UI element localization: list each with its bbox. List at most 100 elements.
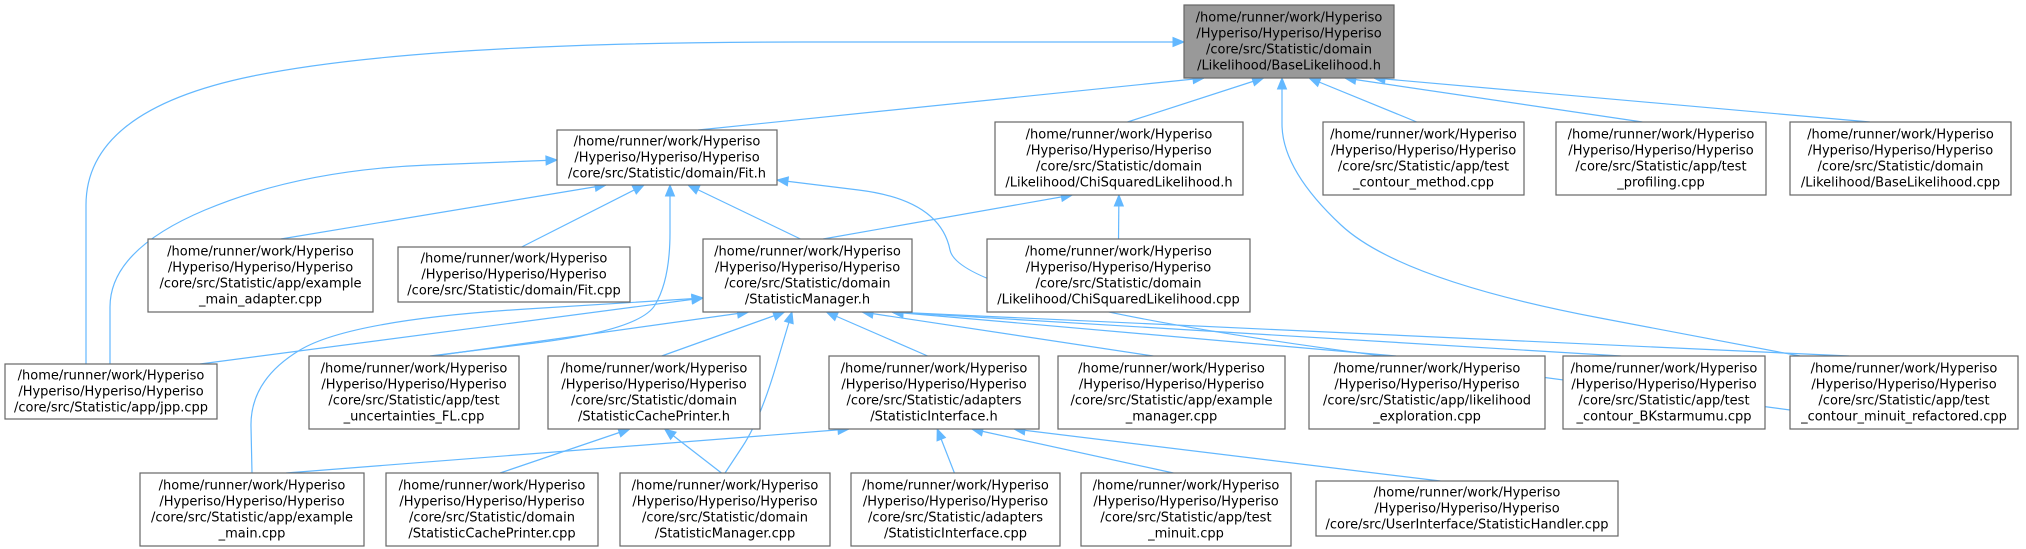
file-node-label-line: _main.cpp xyxy=(218,527,286,542)
file-node-jpp[interactable]: /home/runner/work/Hyperiso/Hyperiso/Hype… xyxy=(4,363,218,420)
file-node-label-line: /Hyperiso/Hyperiso/Hyperiso xyxy=(715,261,900,276)
file-node-label-line: /core/src/Statistic/app/test xyxy=(1100,511,1271,526)
file-node-label-line: /Hyperiso/Hyperiso/Hyperiso xyxy=(574,151,759,166)
file-node-box xyxy=(702,238,913,313)
file-node-label-line: /home/runner/work/Hyperiso xyxy=(421,252,608,267)
file-node-fit-h[interactable]: /home/runner/work/Hyperiso/Hyperiso/Hype… xyxy=(556,129,778,186)
file-node-fit-cpp[interactable]: /home/runner/work/Hyperiso/Hyperiso/Hype… xyxy=(397,246,631,303)
file-node-label-line: /home/runner/work/Hyperiso xyxy=(1334,362,1521,377)
file-node-label-line: _contour_method.cpp xyxy=(1352,176,1494,191)
file-node-label-line: /home/runner/work/Hyperiso xyxy=(1568,128,1755,143)
file-node-label-line: /StatisticInterface.cpp xyxy=(884,527,1027,542)
edge-line xyxy=(776,179,1791,411)
file-node-label-line: /core/src/Statistic/app/example xyxy=(1070,394,1272,409)
file-node-em[interactable]: /home/runner/work/Hyperiso/Hyperiso/Hype… xyxy=(139,472,365,547)
file-node-label-line: /core/src/Statistic/app/test xyxy=(328,394,499,409)
file-node-label-line: /home/runner/work/Hyperiso xyxy=(159,479,346,494)
edge-line xyxy=(109,159,558,364)
graph-nodes: /home/runner/work/Hyperiso/Hyperiso/Hype… xyxy=(4,4,2019,547)
file-node-label-line: /core/src/Statistic/app/jpp.cpp xyxy=(14,401,208,416)
file-node-tcmr[interactable]: /home/runner/work/Hyperiso/Hyperiso/Hype… xyxy=(1789,355,2019,430)
edge-arrowhead xyxy=(771,310,786,321)
file-node-tcm[interactable]: /home/runner/work/Hyperiso/Hyperiso/Hype… xyxy=(1322,121,1525,196)
file-node-label-line: /Hyperiso/Hyperiso/Hyperiso xyxy=(168,261,353,276)
file-node-emm[interactable]: /home/runner/work/Hyperiso/Hyperiso/Hype… xyxy=(1057,355,1286,430)
file-node-label-line: /Hyperiso/Hyperiso/Hyperiso xyxy=(1374,502,1559,517)
edge-sm_h-to-tcmr xyxy=(890,307,1850,357)
edge-arrowhead xyxy=(545,155,559,166)
file-node-label-line: /StatisticCachePrinter.h xyxy=(578,410,730,425)
file-node-label-line: /Hyperiso/Hyperiso/Hyperiso xyxy=(1026,144,1211,159)
file-node-si-h[interactable]: /home/runner/work/Hyperiso/Hyperiso/Hype… xyxy=(828,355,1040,430)
graph-edges xyxy=(85,36,1870,482)
edge-fit_h-to-jpp xyxy=(109,155,559,364)
file-node-box xyxy=(1183,4,1395,79)
file-node-label-line: /StatisticManager.cpp xyxy=(655,527,796,542)
file-node-sh[interactable]: /home/runner/work/Hyperiso/Hyperiso/Hype… xyxy=(1315,480,1619,537)
file-node-chi-h[interactable]: /home/runner/work/Hyperiso/Hyperiso/Hype… xyxy=(994,121,1244,196)
file-node-label-line: /Hyperiso/Hyperiso/Hyperiso xyxy=(1331,144,1516,159)
edge-base_h-to-tcmr xyxy=(1276,76,1801,357)
file-node-base-h[interactable]: /home/runner/work/Hyperiso/Hyperiso/Hype… xyxy=(1183,4,1395,79)
file-node-label-line: /home/runner/work/Hyperiso xyxy=(1374,486,1561,501)
file-node-sm-cpp[interactable]: /home/runner/work/Hyperiso/Hyperiso/Hype… xyxy=(619,472,831,547)
file-node-label-line: /home/runner/work/Hyperiso xyxy=(167,245,354,260)
file-node-label-line: /core/src/Statistic/domain xyxy=(1206,43,1372,58)
edge-base_h-to-base_cpp xyxy=(1372,73,1870,123)
edge-line xyxy=(687,184,801,240)
file-node-label-line: /core/src/Statistic/domain xyxy=(725,277,891,292)
file-node-box xyxy=(1080,472,1292,547)
file-node-label-line: /home/runner/work/Hyperiso xyxy=(1196,11,1383,26)
file-node-sm-h[interactable]: /home/runner/work/Hyperiso/Hyperiso/Hype… xyxy=(702,238,913,313)
file-node-scp-cpp[interactable]: /home/runner/work/Hyperiso/Hyperiso/Hype… xyxy=(385,472,599,547)
file-node-box xyxy=(1789,355,2019,430)
file-node-chi-cpp[interactable]: /home/runner/work/Hyperiso/Hyperiso/Hype… xyxy=(986,238,1251,313)
file-node-label-line: /home/runner/work/Hyperiso xyxy=(574,135,761,150)
edge-sm_h-to-tcb xyxy=(890,307,1622,357)
edge-line xyxy=(280,184,607,240)
edge-line xyxy=(891,311,1622,357)
file-node-tprof[interactable]: /home/runner/work/Hyperiso/Hyperiso/Hype… xyxy=(1555,121,1767,196)
file-node-label-line: _main_adapter.cpp xyxy=(198,293,322,308)
file-node-si-cpp[interactable]: /home/runner/work/Hyperiso/Hyperiso/Hype… xyxy=(850,472,1061,547)
file-node-label-line: _contour_minuit_refactored.cpp xyxy=(1800,410,2007,425)
file-node-label-line: /home/runner/work/Hyperiso xyxy=(321,362,508,377)
edge-chi_h-to-chi_cpp xyxy=(1113,193,1125,240)
file-node-label-line: /core/src/Statistic/domain xyxy=(642,511,808,526)
file-node-label-line: /core/src/Statistic/domain xyxy=(1818,160,1984,175)
file-node-box xyxy=(139,472,365,547)
file-node-label-line: /Hyperiso/Hyperiso/Hyperiso xyxy=(399,495,584,510)
edge-scp_h-to-sm_cpp xyxy=(663,428,722,474)
file-node-le[interactable]: /home/runner/work/Hyperiso/Hyperiso/Hype… xyxy=(1308,355,1546,430)
file-node-label-line: /home/runner/work/Hyperiso xyxy=(714,245,901,260)
file-node-label-line: _minuit.cpp xyxy=(1147,527,1224,542)
file-node-base-cpp[interactable]: /home/runner/work/Hyperiso/Hyperiso/Hype… xyxy=(1789,121,2012,196)
edge-arrowhead xyxy=(664,183,676,197)
file-node-box xyxy=(556,129,778,186)
file-node-label-line: /core/src/Statistic/app/test xyxy=(1575,160,1746,175)
edge-arrowhead xyxy=(1307,77,1322,88)
file-node-box xyxy=(1555,121,1767,196)
file-node-box xyxy=(1789,121,2012,196)
file-node-tufl[interactable]: /home/runner/work/Hyperiso/Hyperiso/Hype… xyxy=(308,355,520,430)
file-node-tm[interactable]: /home/runner/work/Hyperiso/Hyperiso/Hype… xyxy=(1080,472,1292,547)
file-node-label-line: /Hyperiso/Hyperiso/Hyperiso xyxy=(561,378,746,393)
file-node-label-line: /core/src/Statistic/app/likelihood xyxy=(1323,394,1531,409)
file-node-label-line: /core/src/Statistic/domain xyxy=(409,511,575,526)
edge-arrowhead xyxy=(936,427,947,442)
file-node-label-line: /StatisticManager.h xyxy=(745,293,870,308)
edge-arrowhead xyxy=(1172,36,1186,48)
file-node-label-line: /Hyperiso/Hyperiso/Hyperiso xyxy=(1196,27,1381,42)
file-node-label-line: /home/runner/work/Hyperiso xyxy=(18,369,205,384)
edge-line xyxy=(891,311,1850,357)
file-node-label-line: /core/src/Statistic/domain xyxy=(1036,277,1202,292)
edge-arrowhead xyxy=(1276,76,1288,90)
file-node-tcb[interactable]: /home/runner/work/Hyperiso/Hyperiso/Hype… xyxy=(1562,355,1766,430)
file-node-scp-h[interactable]: /home/runner/work/Hyperiso/Hyperiso/Hype… xyxy=(547,355,761,430)
file-node-label-line: /Hyperiso/Hyperiso/Hyperiso xyxy=(632,495,817,510)
file-node-ema[interactable]: /home/runner/work/Hyperiso/Hyperiso/Hype… xyxy=(147,238,374,313)
file-node-label-line: /Hyperiso/Hyperiso/Hyperiso xyxy=(1571,378,1756,393)
file-node-label-line: /Hyperiso/Hyperiso/Hyperiso xyxy=(421,268,606,283)
edge-sm_h-to-emm xyxy=(860,308,1154,357)
